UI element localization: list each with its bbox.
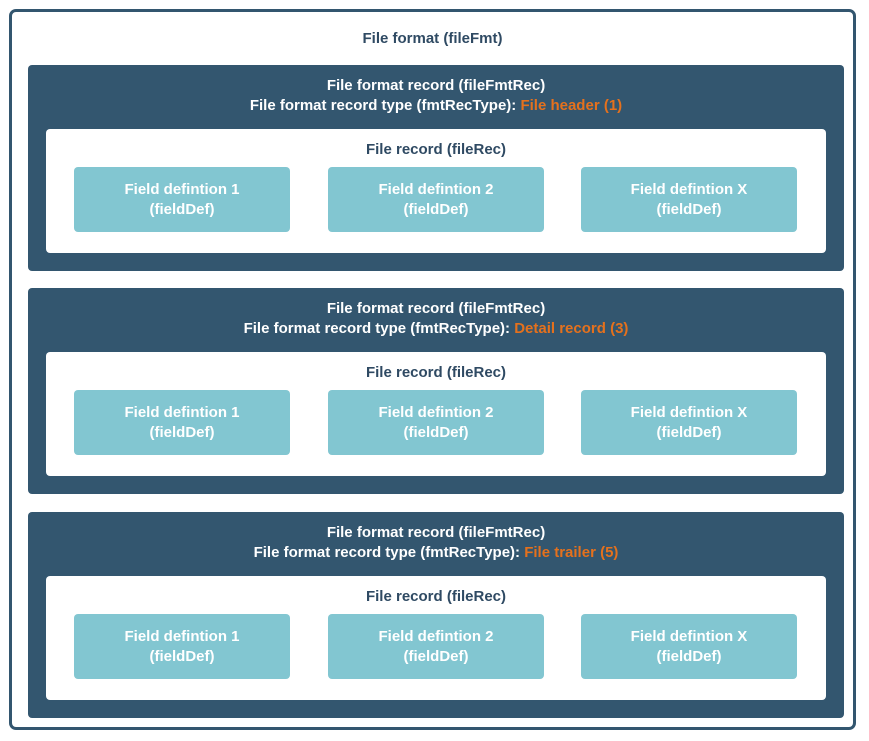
record-type-value: File trailer (5): [524, 544, 619, 561]
file-record-box: File record (fileRec) Field defintion 1 …: [46, 576, 826, 700]
file-format-title: File format (fileFmt): [362, 30, 503, 47]
field-type: (fieldDef): [656, 423, 722, 441]
file-record-box: File record (fileRec) Field defintion 1 …: [46, 129, 826, 253]
record-heading: File format record (fileFmtRec) File for…: [28, 299, 844, 339]
file-record-title: File record (fileRec): [365, 141, 507, 158]
field-name: Field defintion 1: [124, 180, 240, 198]
field-type: (fieldDef): [149, 423, 215, 441]
field-type: (fieldDef): [149, 647, 215, 665]
field-name: Field defintion X: [630, 403, 748, 421]
field-definition-box: Field defintion 2 (fieldDef): [328, 390, 544, 455]
record-type-line: File format record type (fmtRecType): Fi…: [28, 96, 844, 116]
file-format-record-header: File format record (fileFmtRec) File for…: [28, 65, 844, 271]
field-type: (fieldDef): [403, 423, 469, 441]
record-type-line: File format record type (fmtRecType): De…: [28, 319, 844, 339]
record-heading: File format record (fileFmtRec) File for…: [28, 76, 844, 116]
file-record-title: File record (fileRec): [365, 588, 507, 605]
field-name: Field defintion 2: [378, 403, 494, 421]
record-title: File format record (fileFmtRec): [326, 77, 546, 94]
record-type-value: File header (1): [520, 97, 623, 114]
field-type: (fieldDef): [149, 200, 215, 218]
field-type: (fieldDef): [403, 647, 469, 665]
field-definition-box: Field defintion 2 (fieldDef): [328, 614, 544, 679]
record-type-value: Detail record (3): [514, 320, 629, 337]
field-definition-box: Field defintion X (fieldDef): [581, 614, 797, 679]
field-definition-box: Field defintion X (fieldDef): [581, 390, 797, 455]
record-type-label: File format record type (fmtRecType):: [253, 544, 525, 561]
field-name: Field defintion X: [630, 627, 748, 645]
field-name: Field defintion X: [630, 180, 748, 198]
record-type-line: File format record type (fmtRecType): Fi…: [28, 543, 844, 563]
field-name: Field defintion 1: [124, 627, 240, 645]
field-definition-box: Field defintion X (fieldDef): [581, 167, 797, 232]
file-format-record-trailer: File format record (fileFmtRec) File for…: [28, 512, 844, 718]
record-title: File format record (fileFmtRec): [326, 524, 546, 541]
file-record-title: File record (fileRec): [365, 364, 507, 381]
file-format-container: File format (fileFmt) File format record…: [9, 9, 856, 730]
file-format-record-detail: File format record (fileFmtRec) File for…: [28, 288, 844, 494]
field-name: Field defintion 1: [124, 403, 240, 421]
field-definition-box: Field defintion 1 (fieldDef): [74, 167, 290, 232]
field-definition-box: Field defintion 1 (fieldDef): [74, 614, 290, 679]
field-name: Field defintion 2: [378, 627, 494, 645]
field-name: Field defintion 2: [378, 180, 494, 198]
file-record-box: File record (fileRec) Field defintion 1 …: [46, 352, 826, 476]
record-type-label: File format record type (fmtRecType):: [243, 320, 515, 337]
field-type: (fieldDef): [656, 647, 722, 665]
record-type-label: File format record type (fmtRecType):: [249, 97, 521, 114]
field-definition-box: Field defintion 1 (fieldDef): [74, 390, 290, 455]
field-type: (fieldDef): [403, 200, 469, 218]
record-title: File format record (fileFmtRec): [326, 300, 546, 317]
field-type: (fieldDef): [656, 200, 722, 218]
field-definition-box: Field defintion 2 (fieldDef): [328, 167, 544, 232]
record-heading: File format record (fileFmtRec) File for…: [28, 523, 844, 563]
